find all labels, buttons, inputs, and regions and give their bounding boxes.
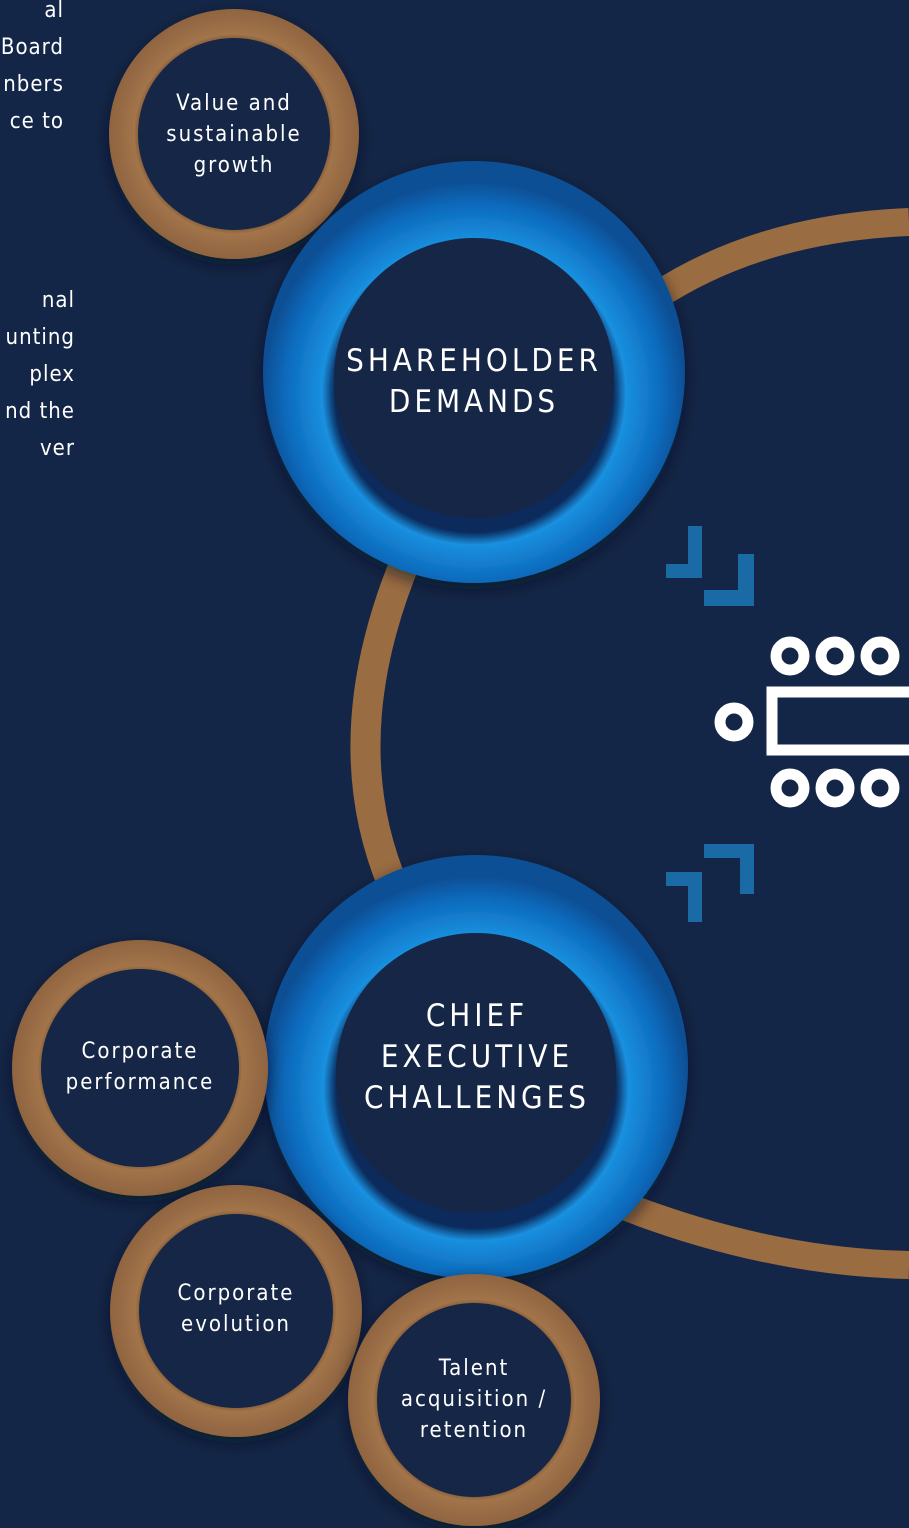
corporate-evolution-circle [110, 1185, 362, 1437]
chief-executive-label: CHIEF EXECUTIVE CHALLENGES [346, 988, 608, 1126]
intro-line: al [44, 0, 64, 23]
intro-line: ce to [9, 109, 64, 134]
connector-arc [647, 208, 909, 309]
shareholder-label: SHAREHOLDER DEMANDS [334, 336, 614, 428]
label-line: performance [65, 1070, 215, 1095]
intro-line: nbers [3, 72, 64, 97]
label-line: Talent [438, 1355, 510, 1381]
label-line: CHALLENGES [363, 1079, 590, 1116]
label-line: growth [193, 152, 275, 178]
corner-arrow-icon [666, 844, 754, 922]
label-line: CHIEF [425, 997, 529, 1034]
value-circle [109, 9, 359, 259]
label-line: Corporate [177, 1281, 295, 1306]
label-line: SHAREHOLDER [346, 343, 602, 379]
label-line: evolution [181, 1312, 291, 1337]
label-line: Corporate [81, 1039, 199, 1064]
corporate-performance-label: Corporate performance [50, 1034, 230, 1100]
intro-line: nal [41, 288, 75, 313]
intro-line: nd the [5, 399, 75, 424]
corner-arrow-icon [666, 526, 754, 606]
label-line: sustainable [166, 121, 302, 147]
intro-line: plex [29, 362, 75, 387]
corporate-evolution-label: Corporate evolution [146, 1276, 326, 1342]
label-line: Value and [176, 90, 292, 116]
board-table-icon [714, 636, 909, 808]
talent-label: Talent acquisition / retention [384, 1350, 564, 1448]
chief-executive-circle [264, 855, 688, 1279]
label-line: retention [419, 1417, 529, 1443]
connector-arc [598, 1185, 909, 1279]
intro-line: ver [39, 436, 75, 461]
corporate-performance-circle [12, 940, 268, 1196]
label-line: EXECUTIVE [380, 1038, 574, 1075]
intro-paragraph-2: nal unting plex nd the ver [0, 282, 75, 467]
value-label: Value and sustainable growth [154, 82, 314, 186]
label-line: DEMANDS [388, 384, 560, 420]
intro-line: Board [0, 35, 64, 60]
label-line: acquisition / [400, 1386, 548, 1412]
intro-paragraph-1: al Board nbers ce to [0, 0, 64, 140]
shareholder-circle [263, 161, 685, 583]
talent-circle [348, 1274, 600, 1526]
intro-line: unting [5, 325, 75, 350]
connector-arc [350, 549, 422, 896]
